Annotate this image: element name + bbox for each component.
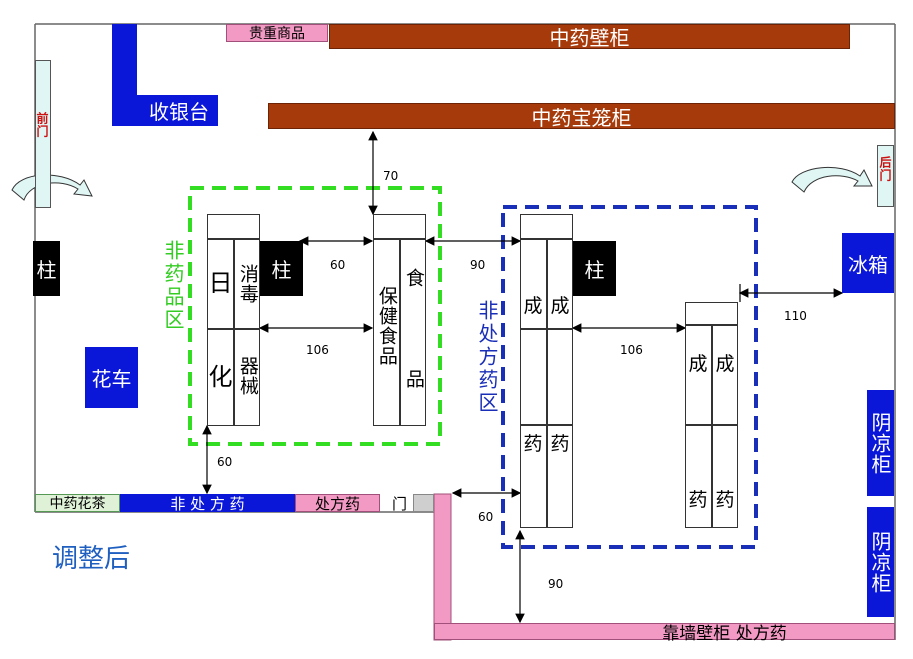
- cashier-counter-stem: [112, 24, 137, 102]
- dim-90-top-label: 90: [470, 258, 486, 272]
- daily-chem-label-1: 日: [208, 269, 233, 298]
- patent-right-b-top: 成: [715, 353, 735, 376]
- back-door-arrow-icon: [791, 166, 873, 193]
- flower-cart-label: 花车: [91, 367, 132, 391]
- dim-70-label: 70: [383, 169, 399, 183]
- refrigerator: 冰箱: [842, 233, 894, 293]
- shelf-patent-left-divider-mid: [520, 328, 573, 330]
- dim-106-right-label: 106: [620, 343, 643, 357]
- disinfection-label: 消毒: [236, 264, 259, 304]
- patent-left-b-top: 成: [550, 295, 570, 318]
- pillar-left-label: 柱: [36, 258, 57, 282]
- flower-cart: 花车: [85, 347, 138, 408]
- front-door-label: 前门: [35, 112, 49, 138]
- shelf-health-food-divider-v: [399, 238, 401, 426]
- cashier: 收银台: [112, 95, 218, 126]
- health-food-label-2b: 品: [402, 369, 425, 389]
- valuables-cabinet: 贵重商品: [226, 24, 328, 42]
- equipment-label: 器械: [236, 356, 259, 396]
- chinese-medicine-display-cabinet-label: 中药宝笼柜: [531, 105, 632, 130]
- dim-106-left-label: 106: [306, 343, 329, 357]
- patent-left-a-top: 成: [523, 295, 543, 318]
- pillar-center: 柱: [260, 241, 303, 296]
- shelf-patent-right-divider-mid: [685, 424, 738, 426]
- chinese-medicine-display-cabinet: 中药宝笼柜: [268, 103, 895, 130]
- shelf-patent-left-divider-v: [546, 238, 548, 528]
- wall-cabinet-prescription: 靠墙壁柜 处方药: [434, 623, 895, 644]
- dim-60-bottom-label: 60: [478, 510, 494, 524]
- shelf-patent-left-divider-low: [520, 424, 573, 426]
- wall-cabinet-vertical: [433, 493, 452, 641]
- health-food-label-2a: 食: [402, 268, 425, 288]
- shelf-daily-chem-divider-mid: [207, 328, 260, 330]
- shelf-patent-left-divider-top: [520, 238, 573, 240]
- front-door: [35, 60, 51, 208]
- cashier-label: 收银台: [149, 100, 209, 124]
- gate-block: [413, 494, 434, 512]
- health-food-label-1: 保健食品: [375, 286, 398, 366]
- shelf-health-food-divider-top: [373, 238, 426, 240]
- non-prescription-bar: 非 处 方 药: [120, 494, 295, 513]
- non-prescription-bar-label: 非 处 方 药: [170, 494, 245, 513]
- pillar-right: 柱: [573, 241, 616, 296]
- refrigerator-label: 冰箱: [848, 252, 888, 277]
- patent-left-a-bottom: 药: [523, 433, 543, 456]
- patent-right-a-bottom: 药: [688, 489, 708, 512]
- pillar-center-label: 柱: [271, 258, 292, 282]
- back-door-label: 后门: [878, 156, 892, 182]
- shelf-patent-right-divider-top: [685, 324, 738, 326]
- shelf-daily-chem-divider-top: [207, 238, 260, 240]
- patent-right-b-bottom: 药: [715, 489, 735, 512]
- after-adjustment-caption: 调整后: [52, 544, 131, 574]
- non-prescription-zone-label: 非处方药区: [475, 300, 499, 415]
- chinese-medicine-wall-cabinet: 中药壁柜: [329, 24, 850, 50]
- non-drug-zone-label: 非药品区: [161, 240, 185, 332]
- back-door: [877, 145, 894, 207]
- shelf-patent-right-divider-v: [711, 324, 713, 528]
- patent-left-b-bottom: 药: [550, 433, 570, 456]
- pillar-left: 柱: [33, 241, 60, 296]
- daily-chem-label-2: 化: [208, 363, 233, 392]
- dim-90-bottom-label: 90: [548, 577, 564, 591]
- herbal-tea-cabinet: 中药花茶: [35, 494, 120, 512]
- non-drug-zone-border: [188, 186, 442, 446]
- dim-60-left-label: 60: [217, 455, 233, 469]
- chinese-medicine-wall-cabinet-label: 中药壁柜: [549, 26, 630, 50]
- gate-segment: 门: [380, 494, 434, 513]
- gate-label: 门: [392, 494, 408, 513]
- shade-cabinet-1: 阴凉柜: [867, 390, 894, 496]
- patent-right-a-top: 成: [688, 353, 708, 376]
- front-door-arrow-icon: [11, 174, 93, 201]
- herbal-tea-label: 中药花茶: [49, 496, 106, 512]
- prescription-bar-label: 处方药: [314, 494, 360, 513]
- valuables-label: 贵重商品: [249, 26, 305, 42]
- dim-60-top-label: 60: [330, 258, 346, 272]
- shade-cabinet-2: 阴凉柜: [867, 507, 894, 617]
- shelf-daily-chem-divider-v: [233, 238, 235, 426]
- wall-cabinet-prescription-label: 靠墙壁柜 处方药: [662, 624, 787, 644]
- dim-110-label: 110: [784, 309, 807, 323]
- non-prescription-zone-border: [501, 205, 758, 549]
- prescription-bar: 处方药: [295, 494, 380, 513]
- pillar-right-label: 柱: [584, 258, 605, 282]
